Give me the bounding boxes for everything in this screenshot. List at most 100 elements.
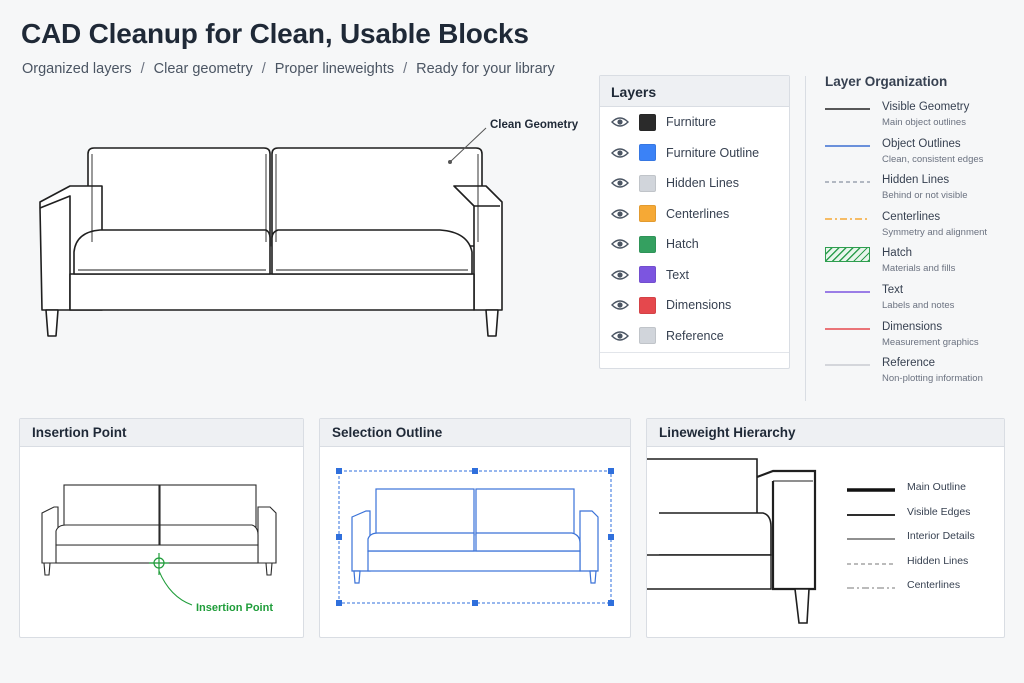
layer-name: Hatch [666, 237, 699, 252]
thin-line-sample [847, 538, 895, 540]
layer-row[interactable]: Centerlines [600, 199, 789, 230]
line-style-sample [825, 364, 870, 366]
eye-icon[interactable] [611, 177, 629, 189]
section-divider [805, 76, 806, 401]
eye-icon[interactable] [611, 299, 629, 311]
lineweight-card-title: Lineweight Hierarchy [647, 419, 1004, 447]
line-style-sample [825, 327, 870, 330]
lineweight-label: Interior Details [907, 530, 975, 542]
eye-icon[interactable] [611, 147, 629, 159]
lineweight-label: Visible Edges [907, 505, 971, 518]
lineweight-label: Centerlines [907, 579, 961, 591]
sofa-base [69, 273, 475, 311]
layer-color-swatch[interactable] [639, 205, 656, 223]
layer-name: Dimensions [666, 298, 732, 313]
layer-row[interactable]: Hidden Lines [600, 168, 789, 199]
back-cushion-right [271, 147, 483, 247]
eye-icon[interactable] [611, 116, 629, 128]
callout-label: Clean Geometry [490, 119, 579, 131]
layer-row[interactable]: Dimensions [600, 290, 789, 321]
medium-line-sample [847, 513, 895, 516]
subtitle-item: Ready for your library [416, 61, 555, 77]
eye-icon[interactable] [611, 238, 629, 250]
selection-card-title: Selection Outline [320, 419, 630, 447]
org-item-name: Centerlines [882, 210, 941, 223]
dashed-line-sample [847, 563, 895, 564]
layer-name: Centerlines [666, 206, 730, 221]
sofa-leg [45, 309, 59, 337]
eye-icon[interactable] [611, 269, 629, 281]
line-style-sample [825, 291, 870, 293]
subtitle-separator: / [140, 61, 145, 77]
hatch-swatch [825, 247, 870, 263]
heavy-line-sample [847, 488, 895, 492]
subtitle-separator: / [261, 61, 266, 77]
layer-color-swatch[interactable] [639, 296, 656, 314]
selection-outline-card: Selection Outline [319, 418, 631, 638]
sofa-leg [485, 309, 499, 337]
layer-row[interactable]: Text [600, 260, 789, 291]
insertion-card-title: Insertion Point [20, 419, 303, 447]
org-item-name: Dimensions [882, 320, 943, 333]
subtitle-item: Proper lineweights [274, 61, 395, 77]
insertion-point-card: Insertion Point Insertion Point [19, 418, 304, 638]
seat-cushion-left [73, 229, 271, 275]
org-item-name: Hidden Lines [882, 174, 950, 187]
layer-color-swatch[interactable] [639, 174, 656, 192]
line-style-sample [825, 218, 870, 220]
callout-leader [449, 127, 487, 163]
lineweight-sofa-detail [647, 458, 817, 624]
line-style-sample [825, 108, 870, 110]
org-item-name: Text [882, 283, 904, 296]
layer-row[interactable]: Furniture [600, 107, 789, 138]
eye-icon[interactable] [611, 208, 629, 220]
insertion-sofa-drawing: Insertion Point [41, 484, 277, 614]
layer-color-swatch[interactable] [639, 144, 656, 162]
layer-name: Text [666, 267, 689, 282]
layers-panel-title: Layers [600, 76, 789, 107]
seat-cushion-right [271, 229, 473, 275]
layer-color-swatch[interactable] [639, 235, 656, 253]
subtitle: Organized layers / Clear geometry / Prop… [22, 61, 555, 77]
lineweight-hierarchy-card: Lineweight Hierarchy Main Outline Visibl… [646, 418, 1005, 638]
line-style-sample [825, 144, 870, 147]
org-item-name: Reference [882, 357, 936, 370]
layer-name: Reference [666, 328, 724, 343]
org-item-description: Measurement graphics [882, 336, 979, 348]
org-item-description: Labels and notes [882, 299, 955, 311]
layer-organization-title: Layer Organization [825, 74, 948, 89]
page-title: CAD Cleanup for Clean, Usable Blocks [21, 18, 529, 49]
layer-name: Furniture Outline [666, 145, 760, 160]
layer-name: Hidden Lines [666, 176, 739, 191]
layer-row[interactable]: Hatch [600, 229, 789, 260]
line-style-sample [825, 181, 870, 183]
layer-color-swatch[interactable] [639, 327, 656, 345]
layer-color-swatch[interactable] [639, 266, 656, 284]
eye-icon[interactable] [611, 330, 629, 342]
lineweight-label: Hidden Lines [907, 554, 969, 567]
org-item-description: Main object outlines [882, 117, 966, 128]
subtitle-separator: / [403, 61, 408, 77]
layer-name: Furniture [666, 115, 717, 130]
org-item-name: Visible Geometry [882, 101, 970, 113]
back-cushion-left [87, 147, 271, 247]
layer-row[interactable]: Reference [600, 321, 789, 352]
selection-sofa-drawing [336, 468, 614, 606]
layer-row[interactable]: Furniture Outline [600, 138, 789, 169]
subtitle-item: Clear geometry [153, 61, 253, 77]
org-item-description: Non-plotting information [882, 373, 983, 385]
subtitle-item: Organized layers [22, 61, 132, 77]
layer-color-swatch[interactable] [639, 113, 656, 131]
org-item-description: Materials and fills [882, 263, 956, 275]
org-item-name: Hatch [882, 247, 913, 260]
